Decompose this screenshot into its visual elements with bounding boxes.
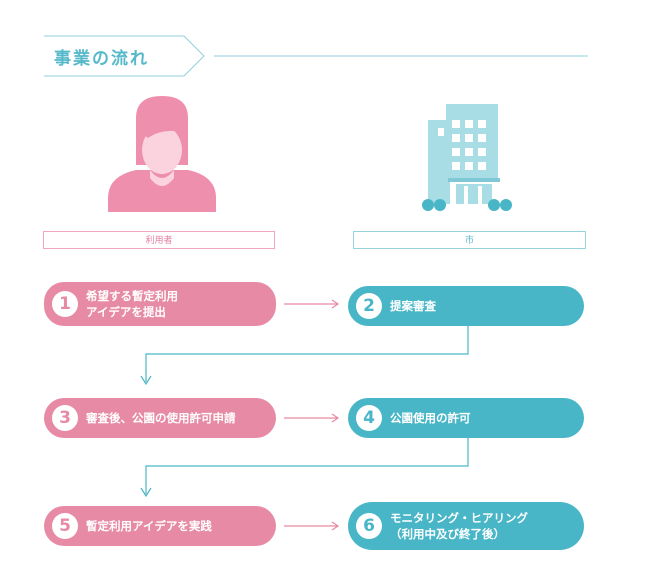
step-number: 5 — [52, 513, 78, 539]
step-3: 3 審査後、公園の使用許可申請 — [44, 398, 276, 438]
column-label-user: 利用者 — [43, 231, 275, 249]
step-number: 1 — [52, 291, 78, 317]
step-label: 暫定利用アイデアを実践 — [86, 519, 212, 533]
step-6: 6 モニタリング・ヒアリング （利用中及び終了後） — [348, 502, 584, 550]
return-arrows — [140, 326, 469, 498]
step-label: モニタリング・ヒアリング （利用中及び終了後） — [390, 511, 528, 541]
step-number: 6 — [356, 513, 382, 539]
building-icon — [422, 104, 512, 211]
page-title: 事業の流れ — [54, 49, 149, 69]
right-arrows — [284, 299, 340, 531]
column-label-city: 市 — [353, 231, 586, 249]
step-label: 審査後、公園の使用許可申請 — [86, 411, 236, 425]
step-4: 4 公園使用の許可 — [348, 398, 584, 438]
step-number: 3 — [52, 405, 78, 431]
step-label: 公園使用の許可 — [390, 411, 471, 425]
step-label: 希望する暫定利用 アイデアを提出 — [86, 289, 178, 319]
step-number: 4 — [356, 405, 382, 431]
header-frame — [44, 35, 588, 77]
step-1: 1 希望する暫定利用 アイデアを提出 — [44, 282, 276, 326]
step-2: 2 提案審査 — [348, 286, 584, 326]
step-5: 5 暫定利用アイデアを実践 — [44, 506, 276, 546]
step-number: 2 — [356, 293, 382, 319]
step-label: 提案審査 — [390, 299, 436, 313]
